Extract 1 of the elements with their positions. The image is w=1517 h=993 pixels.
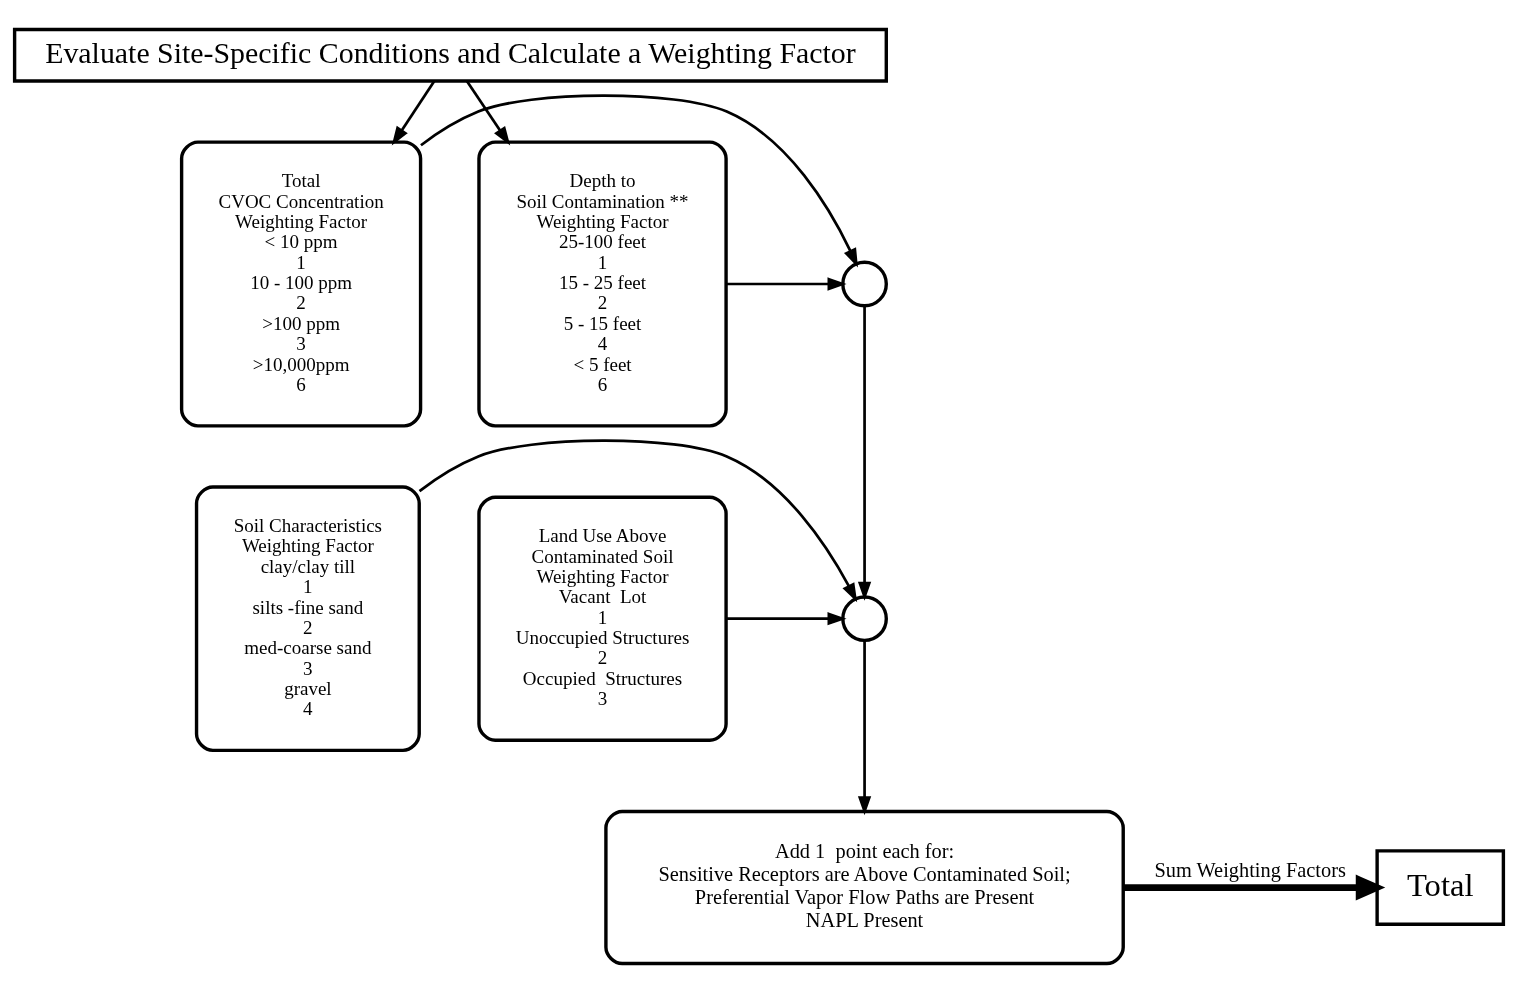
edge-label: Sum Weighting Factors	[1153, 858, 1346, 881]
